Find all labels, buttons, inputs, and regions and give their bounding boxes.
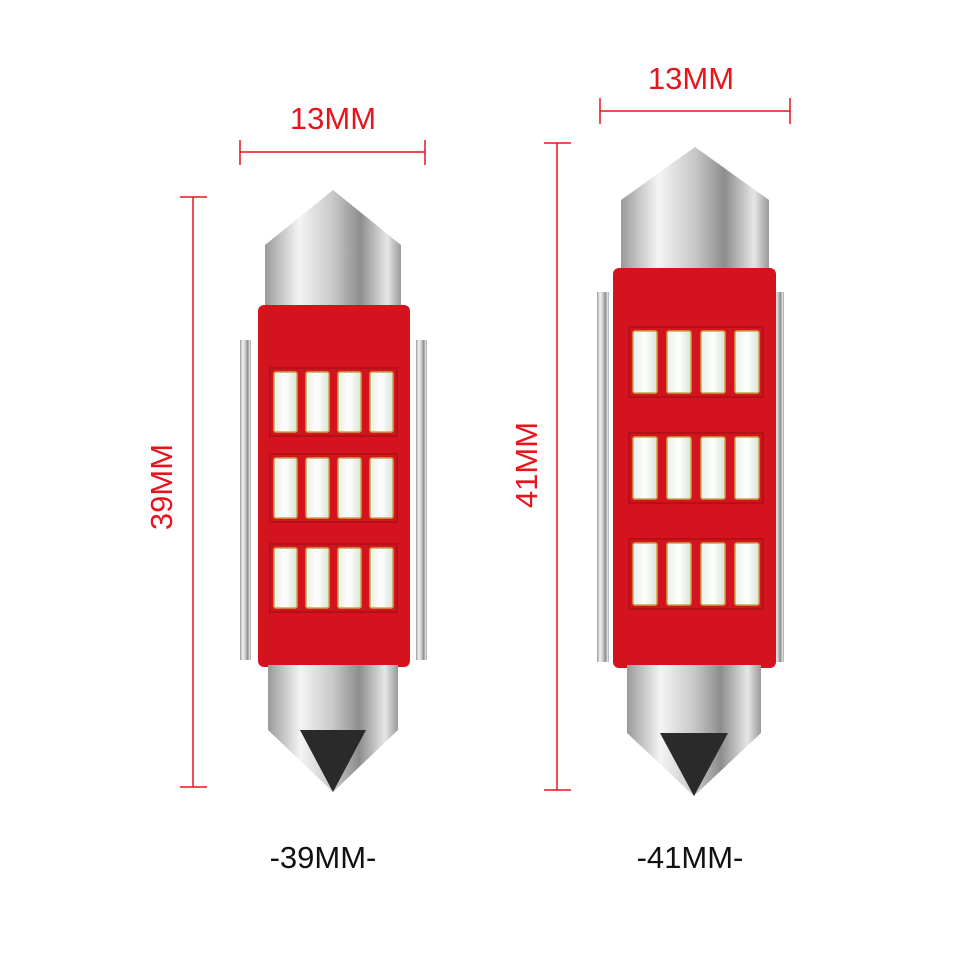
led-group [628, 326, 764, 398]
caption-41mm: -41MM- [637, 840, 744, 875]
side-clip [240, 340, 251, 660]
led-chip [305, 457, 330, 519]
top-cap [265, 190, 401, 310]
bulb-41mm [597, 147, 784, 796]
dimension-lines-left [180, 140, 426, 788]
led-group [269, 367, 398, 437]
led-chip [337, 371, 362, 433]
led-array [269, 367, 398, 613]
led-chip [734, 436, 760, 500]
bulb-39mm [240, 190, 427, 792]
width-label-left: 13MM [290, 101, 376, 136]
led-group [269, 453, 398, 523]
top-cap [621, 147, 769, 272]
led-chip [369, 457, 394, 519]
width-label-right: 13MM [648, 61, 734, 96]
bottom-tip [660, 733, 728, 796]
led-chip [337, 547, 362, 609]
led-chip [666, 330, 692, 394]
led-group [269, 543, 398, 613]
caption-39mm: -39MM- [270, 840, 377, 875]
led-chip [369, 371, 394, 433]
led-chip [337, 457, 362, 519]
led-array [628, 326, 764, 610]
dimension-lines-right [544, 98, 791, 791]
led-chip [632, 542, 658, 606]
side-clip [597, 292, 609, 662]
led-group [628, 432, 764, 504]
led-chip [632, 330, 658, 394]
bottom-tip [300, 730, 366, 792]
led-chip [305, 547, 330, 609]
led-chip [369, 547, 394, 609]
led-chip [273, 371, 298, 433]
led-chip [273, 457, 298, 519]
led-chip [700, 436, 726, 500]
length-label-right: 41MM [509, 422, 544, 508]
led-chip [700, 542, 726, 606]
bottom-cap [627, 665, 761, 796]
led-chip [273, 547, 298, 609]
led-chip [700, 330, 726, 394]
length-label-left: 39MM [144, 444, 179, 530]
led-group [628, 538, 764, 610]
led-chip [305, 371, 330, 433]
led-chip [632, 436, 658, 500]
bottom-cap [268, 665, 398, 792]
led-chip [666, 436, 692, 500]
led-chip [666, 542, 692, 606]
led-chip [734, 542, 760, 606]
side-clip [416, 340, 427, 660]
led-chip [734, 330, 760, 394]
